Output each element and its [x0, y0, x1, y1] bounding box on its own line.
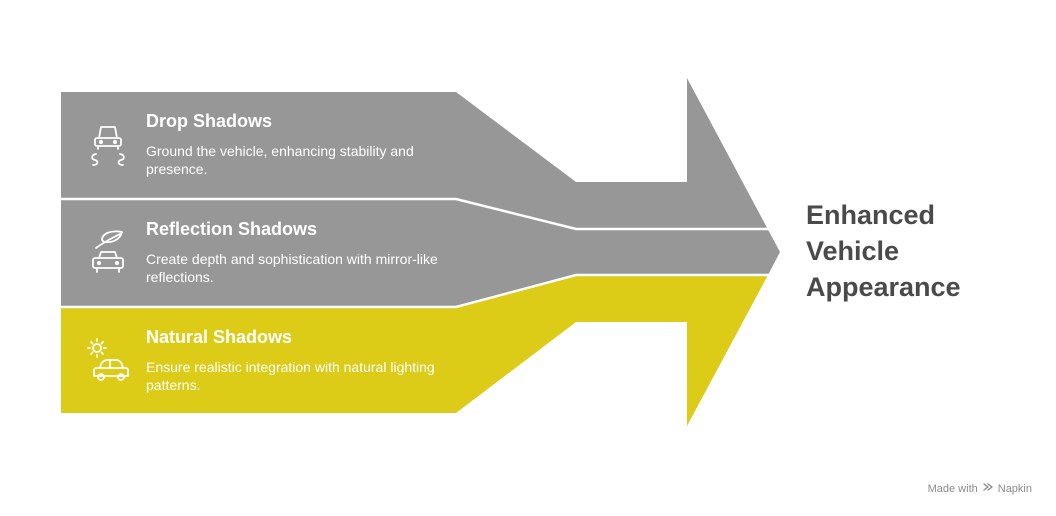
made-with-text: Made with: [927, 482, 978, 495]
band-description: Ensure realistic integration with natura…: [146, 359, 435, 393]
car-road-icon: [82, 118, 134, 170]
band-reflection-shadows: Reflection Shadows Create depth and soph…: [146, 218, 446, 286]
band-description: Ground the vehicle, enhancing stability …: [146, 143, 414, 177]
napkin-brand-text: Napkin: [997, 482, 1032, 495]
band-drop-shadows: Drop Shadows Ground the vehicle, enhanci…: [146, 110, 446, 178]
divider-line-1: [61, 197, 774, 231]
target-line-3: Appearance: [806, 272, 961, 302]
band-natural-shadows: Natural Shadows Ensure realistic integra…: [146, 326, 446, 394]
band-description: Create depth and sophistication with mir…: [146, 251, 438, 285]
target-line-2: Vehicle: [806, 236, 900, 266]
band-title: Natural Shadows: [146, 327, 293, 347]
made-with-napkin-credit[interactable]: Made with Napkin: [928, 481, 1032, 496]
arrow-shape-yellow: [61, 275, 768, 426]
arrow-shape-gray: [61, 78, 780, 307]
napkin-logo-icon: [982, 481, 994, 496]
band-title: Drop Shadows: [146, 111, 273, 131]
band-title: Reflection Shadows: [146, 219, 318, 239]
target-line-1: Enhanced: [806, 200, 936, 230]
divider-line-2: [61, 273, 774, 309]
target-label: Enhanced Vehicle Appearance: [806, 197, 1026, 305]
car-leaf-icon: [82, 226, 134, 278]
car-sun-icon: [82, 334, 134, 386]
